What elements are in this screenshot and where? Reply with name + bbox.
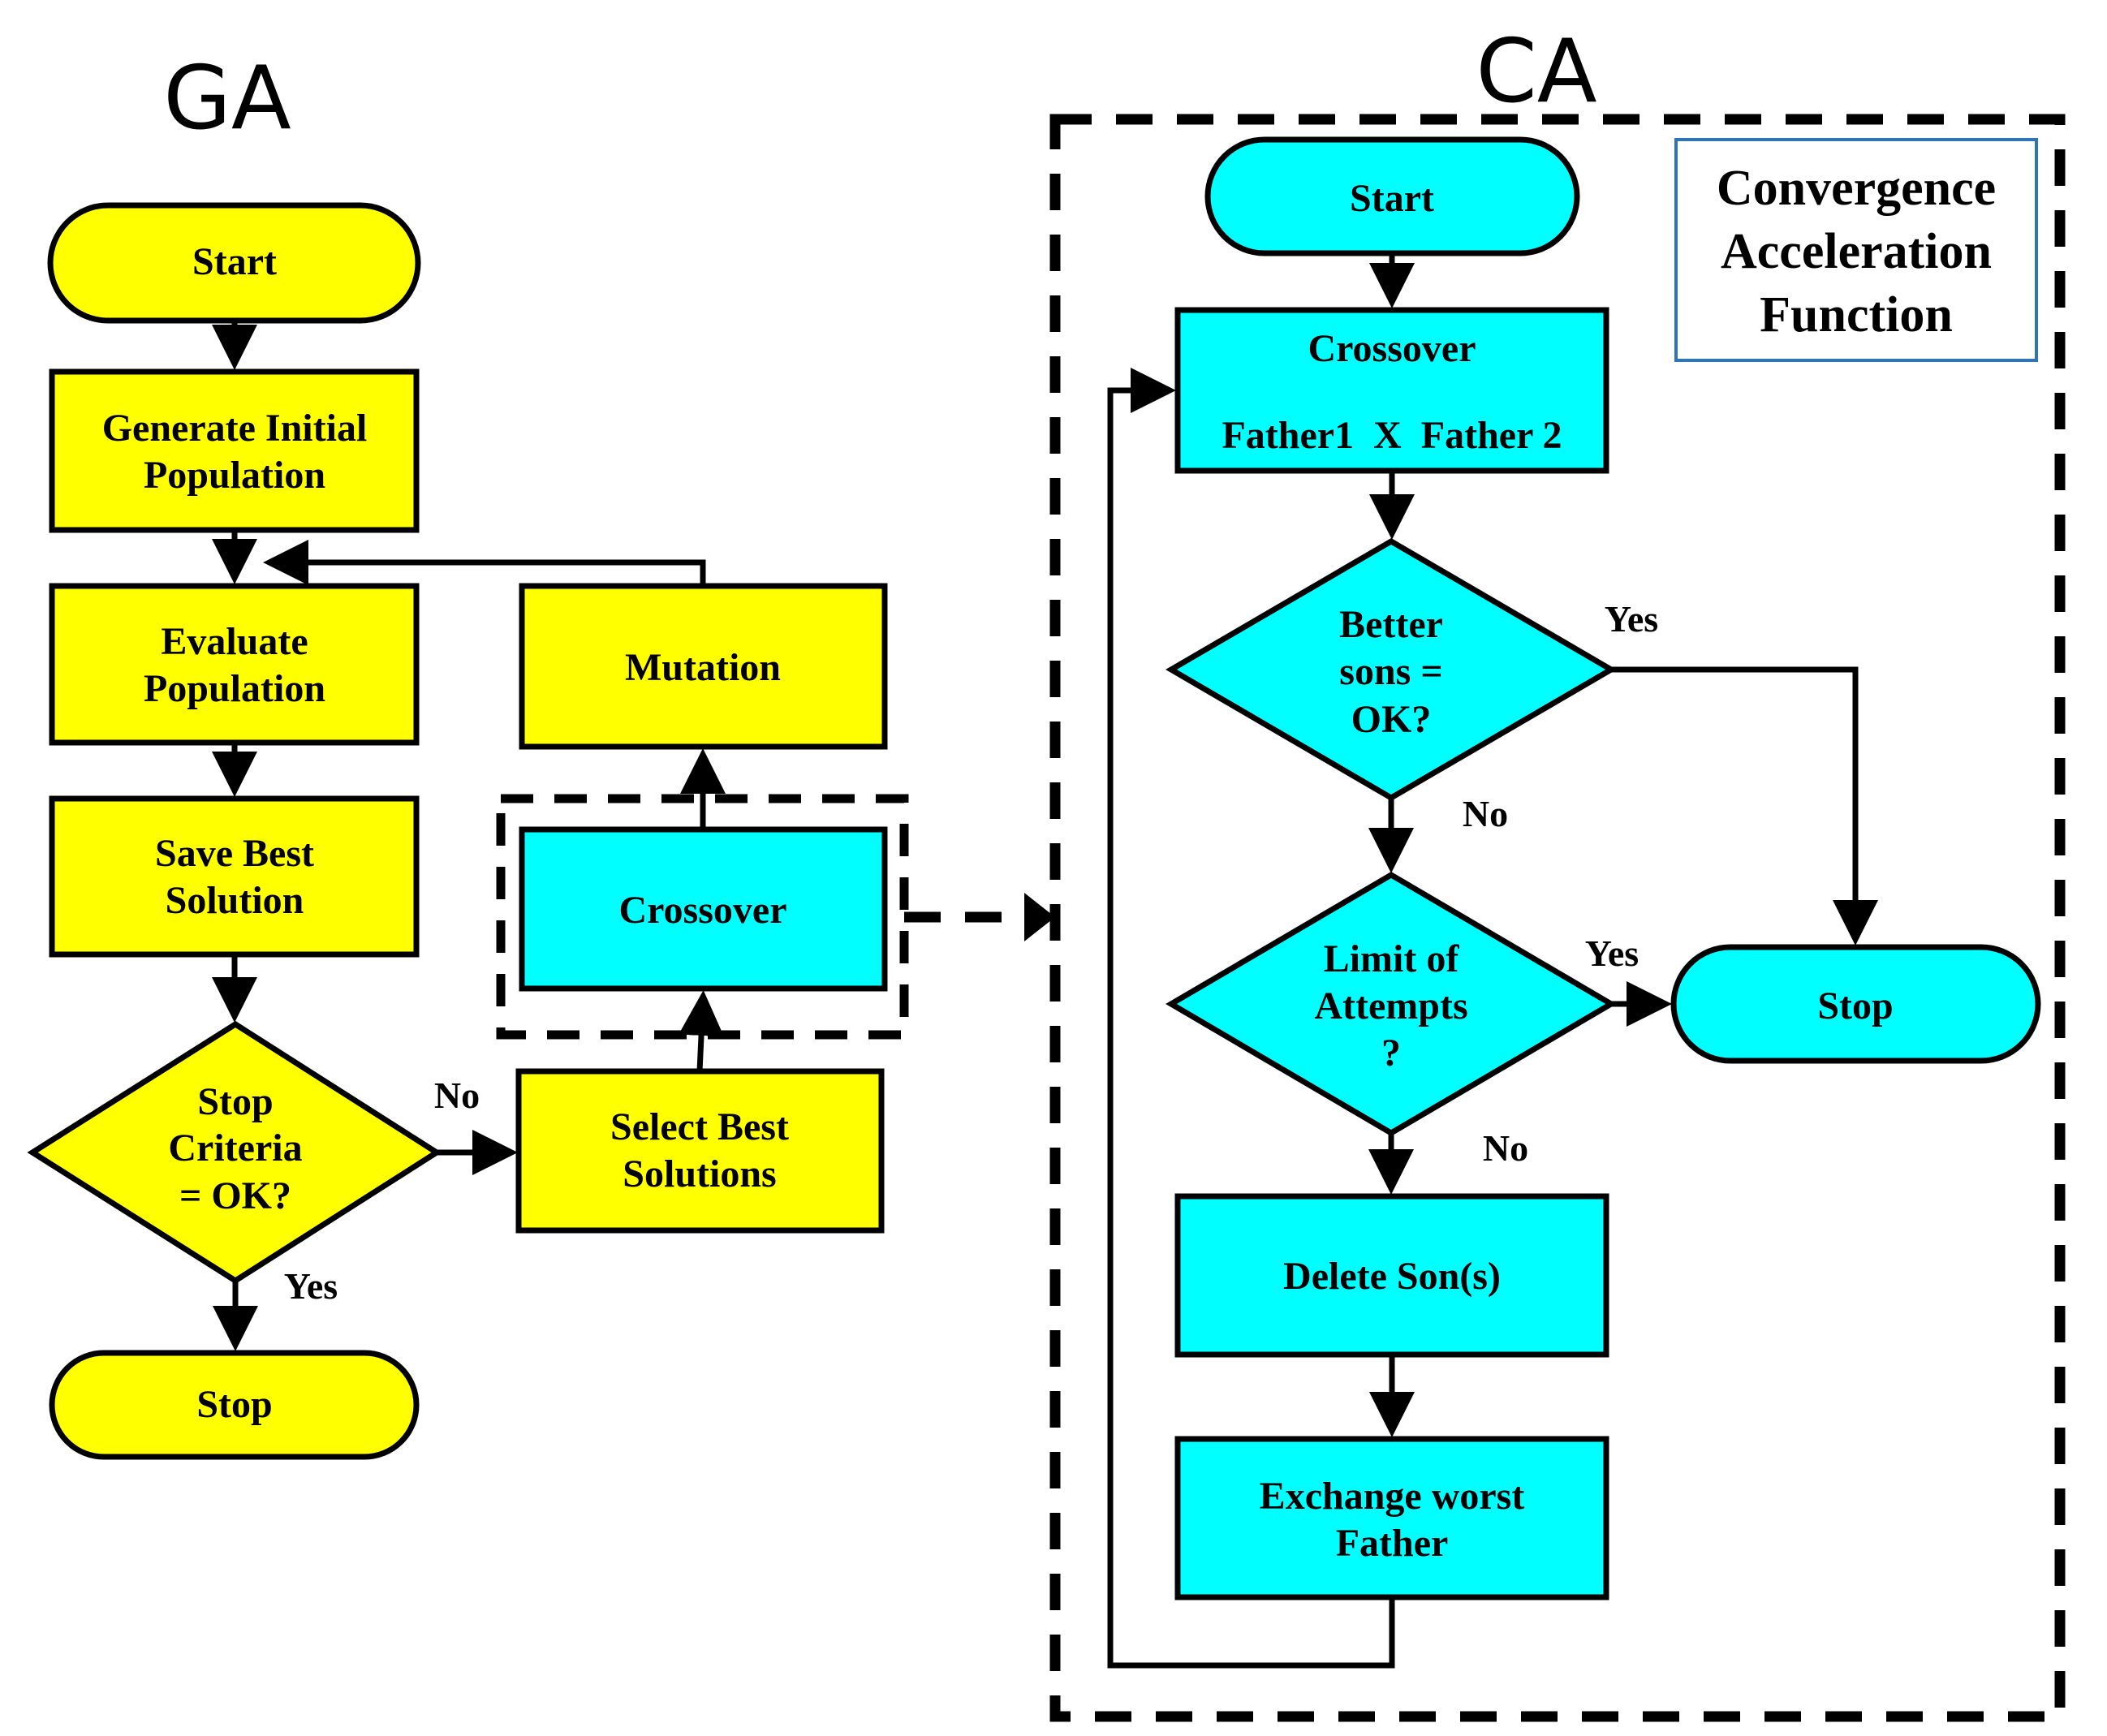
svg-text:Mutation: Mutation — [625, 646, 781, 689]
svg-text:Convergence: Convergence — [1717, 161, 1996, 216]
svg-text:Population: Population — [144, 667, 325, 710]
svg-text:Start: Start — [192, 240, 277, 283]
ca-exchange-node: Exchange worst Father — [1174, 1436, 1609, 1600]
svg-text:Solution: Solution — [166, 879, 304, 922]
svg-text:Attempts: Attempts — [1314, 984, 1467, 1027]
svg-text:Delete Son(s): Delete Son(s) — [1283, 1255, 1501, 1298]
svg-text:?: ? — [1381, 1032, 1401, 1075]
caf-box: Convergence Acceleration Function — [1674, 138, 2038, 362]
svg-text:sons =: sons = — [1339, 650, 1442, 693]
ca-label-no-better: No — [1463, 793, 1508, 834]
svg-text:Function: Function — [1760, 287, 1953, 342]
ga-label-no: No — [434, 1075, 480, 1116]
svg-text:= OK?: = OK? — [179, 1174, 291, 1217]
svg-text:Better: Better — [1339, 603, 1443, 646]
svg-text:Save Best: Save Best — [155, 832, 314, 875]
ca-label-yes-better: Yes — [1605, 598, 1658, 640]
svg-text:Crossover: Crossover — [1308, 327, 1476, 370]
ca-crossover-node: Crossover Father1 X Father 2 — [1174, 307, 1609, 474]
svg-text:Start: Start — [1350, 177, 1434, 220]
svg-text:Exchange worst: Exchange worst — [1260, 1475, 1525, 1518]
svg-text:Select Best: Select Best — [610, 1105, 789, 1148]
ca-flowchart: Convergence Acceleration Function Start … — [1049, 114, 2066, 1722]
ga-generate-node: Generate Initial Population — [49, 368, 420, 533]
edge-select-to-crossover — [679, 990, 725, 1072]
svg-text:Acceleration: Acceleration — [1721, 224, 1992, 279]
ga-title: GA — [163, 48, 291, 149]
edge-mutation-to-evaluate — [263, 540, 706, 586]
ga-select-best-node: Select Best Solutions — [515, 1068, 885, 1234]
ca-better-sons-decision: Better sons = OK? — [1166, 537, 1617, 802]
ca-edge-exchange-loop-to-crossover — [1107, 368, 1395, 1669]
svg-text:Stop: Stop — [196, 1383, 272, 1426]
ca-delete-sons-node: Delete Son(s) — [1174, 1193, 1609, 1358]
ga-start-node: Start — [47, 202, 421, 324]
ca-label-no-limit: No — [1483, 1127, 1528, 1169]
svg-text:Solutions: Solutions — [623, 1152, 776, 1195]
ca-start-node: Start — [1204, 136, 1580, 256]
ga-flowchart: Start Generate Initial Population Evalua… — [27, 202, 1055, 1460]
ga-save-best-node: Save Best Solution — [49, 795, 420, 958]
ca-stop-node: Stop — [1670, 944, 2041, 1064]
ga-stop-criteria-decision: Stop Criteria = OK? — [27, 1020, 442, 1285]
svg-text:Generate Initial: Generate Initial — [102, 407, 368, 450]
svg-text:OK?: OK? — [1351, 698, 1432, 741]
ga-label-yes: Yes — [284, 1265, 338, 1307]
svg-text:Stop: Stop — [197, 1080, 273, 1123]
ca-label-yes-limit: Yes — [1585, 933, 1639, 974]
ca-limit-attempts-decision: Limit of Attempts ? — [1166, 871, 1617, 1137]
ga-evaluate-node: Evaluate Population — [49, 583, 420, 746]
svg-text:Criteria: Criteria — [168, 1126, 302, 1170]
svg-text:Father: Father — [1336, 1522, 1449, 1565]
svg-text:Population: Population — [144, 454, 325, 497]
ca-title: CA — [1476, 21, 1596, 123]
ga-mutation-node: Mutation — [519, 583, 888, 750]
svg-text:Limit of: Limit of — [1324, 937, 1460, 980]
ga-crossover-node: Crossover — [519, 826, 888, 992]
ca-dashed-frame — [1049, 114, 2066, 1722]
svg-text:Father1 X Father 2: Father1 X Father 2 — [1222, 414, 1562, 457]
edge-crossover-to-ca-arrowhead — [1024, 893, 1055, 941]
ga-stop-node: Stop — [49, 1350, 420, 1460]
svg-text:Crossover: Crossover — [618, 889, 786, 932]
ca-edge-better-to-stop — [1611, 666, 1878, 946]
svg-text:Evaluate: Evaluate — [161, 620, 308, 663]
svg-text:Stop: Stop — [1817, 984, 1893, 1027]
